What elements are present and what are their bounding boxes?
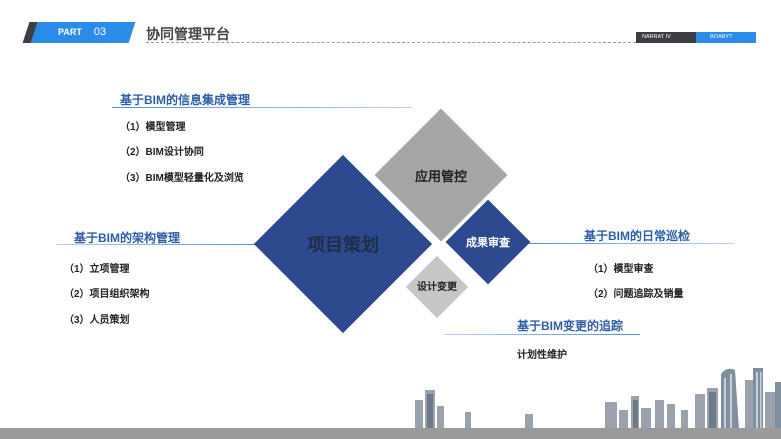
diamond-result-review-label: 成果审查 [466, 237, 510, 249]
part-number: 03 [93, 26, 107, 38]
header-divider [146, 42, 636, 43]
list-item: （3）BIM模型轻量化及浏览 [120, 173, 244, 184]
list-item: 计划性维护 [517, 350, 567, 361]
page-title: 协同管理平台 [146, 26, 230, 42]
diamond-project-planning-label: 项目策划 [307, 235, 379, 255]
list-item: （2）项目组织架构 [64, 289, 150, 300]
list-item: （3）人员策划 [64, 315, 130, 326]
list-item: （1）模型管理 [120, 122, 186, 133]
section-title-patrol: 基于BIM的日常巡检 [584, 229, 690, 243]
diamond-project-planning: 项目策划 [253, 154, 433, 334]
section-title-info: 基于BIM的信息集成管理 [120, 93, 250, 107]
bottom-bar [0, 428, 781, 439]
diamond-result-review: 成果审查 [445, 199, 531, 285]
badge-boaryt: BOARYT [696, 32, 756, 43]
section-line-change [444, 334, 640, 335]
diamond-app-control: 应用管控 [374, 108, 508, 242]
list-item: （2）问题追踪及销量 [588, 289, 684, 300]
part-tag: PART 03 [22, 22, 136, 43]
list-item: （2）BIM设计协同 [120, 147, 204, 158]
part-label: PART [58, 27, 82, 37]
diamond-design-change: 设计变更 [396, 246, 478, 328]
section-line-patrol [520, 243, 734, 244]
badge-narrative: NARRAT IV [636, 32, 696, 43]
list-item: （1）立项管理 [64, 264, 130, 275]
diamond-design-change-label: 设计变更 [417, 281, 457, 293]
part-tag-text: PART 03 [26, 22, 132, 43]
section-title-arch: 基于BIM的架构管理 [74, 231, 180, 245]
section-line-info [112, 107, 412, 108]
list-item: （1）模型审查 [588, 264, 654, 275]
diamond-app-control-label: 应用管控 [414, 168, 467, 184]
city-skyline [415, 368, 781, 430]
section-title-change: 基于BIM变更的追踪 [517, 319, 623, 333]
section-line-arch [56, 244, 266, 245]
